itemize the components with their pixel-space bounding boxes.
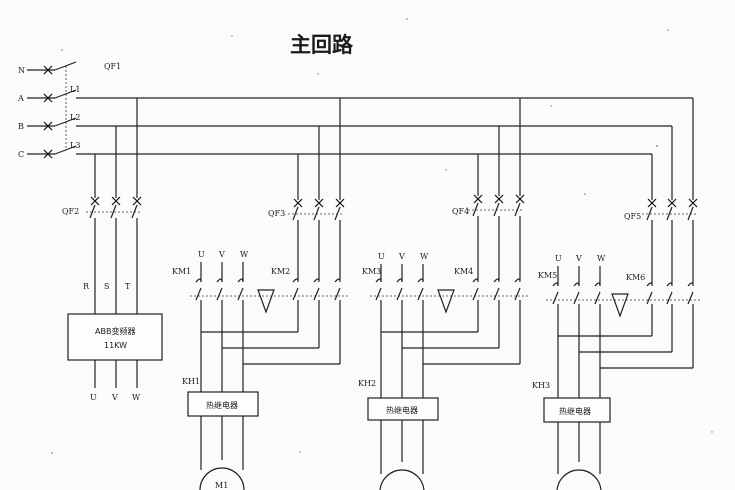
- overload-relay-3-text: 热继电器: [559, 406, 591, 416]
- motor-3-icon: [556, 469, 602, 490]
- drive-branch: QF2 R S T ABB变频器 11KW U V W: [62, 98, 163, 402]
- kh2-label: KH2: [358, 379, 376, 388]
- diagram-title: 主回路: [290, 33, 354, 57]
- motor-unit-1: QF3 KM1 U V W KM2: [172, 98, 350, 490]
- overload-relay-2-text: 热继电器: [386, 405, 418, 415]
- drive-output-w: W: [132, 393, 141, 402]
- drive-output-u: U: [90, 393, 97, 402]
- motor-1-icon: [199, 467, 245, 490]
- inverter-power: 11KW: [104, 341, 127, 350]
- km4-contact-icon: [472, 278, 521, 301]
- qf2-label: QF2: [62, 207, 79, 216]
- interlock-triangle-icon: [611, 293, 629, 318]
- drive-input-t: T: [125, 282, 131, 291]
- km5-contact-icon: [552, 282, 601, 305]
- qf4-switch-icon: [468, 194, 525, 217]
- km1-label: KM1: [172, 267, 191, 276]
- qf4-label: QF4: [452, 207, 469, 216]
- drive-input-r: R: [83, 282, 90, 291]
- line-label-l1: L1: [70, 85, 80, 94]
- phase-label-c: C: [18, 150, 24, 159]
- phase-label-a: A: [17, 94, 24, 103]
- qf5-switch-icon: [642, 198, 698, 221]
- overload-relay-2: [367, 397, 439, 421]
- overload-relay-1-text: 热继电器: [206, 400, 238, 410]
- km6-label: KM6: [626, 273, 645, 282]
- interlock-triangle-icon: [257, 289, 275, 314]
- phase-label-n: N: [18, 66, 25, 75]
- km3-label: KM3: [362, 267, 381, 276]
- overload-relay-3: [543, 397, 611, 423]
- drive-input-s: S: [104, 282, 109, 291]
- interlock-triangle-icon: [437, 289, 455, 314]
- motor-2-icon: [379, 469, 425, 490]
- incoming-supply: N A B C QF1 L1 L2 L3: [17, 61, 693, 159]
- line-label-l2: L2: [70, 113, 80, 122]
- km3-contact-icon: [375, 278, 424, 301]
- inverter-box: [67, 313, 163, 361]
- overload-relay-1: [187, 391, 259, 417]
- km1-contact-icon: [195, 278, 244, 301]
- phase-label-b: B: [18, 122, 24, 131]
- unit3-phase-v: V: [575, 254, 582, 263]
- motor-unit-2: QF4 KM3 U V W KM4: [358, 98, 528, 490]
- motor-1-label: M1: [215, 481, 228, 490]
- km6-contact-icon: [646, 282, 694, 305]
- unit2-phase-u: U: [378, 252, 385, 261]
- qf3-label: QF3: [268, 209, 285, 218]
- drive-output-v: V: [111, 393, 118, 402]
- unit1-phase-w: W: [240, 250, 249, 259]
- qf1-switch-icon: [54, 61, 77, 155]
- unit3-phase-w: W: [597, 254, 606, 263]
- qf2-switch-icon: [86, 196, 142, 219]
- unit2-phase-v: V: [398, 252, 405, 261]
- km2-contact-icon: [292, 278, 341, 301]
- km5-label: KM5: [538, 271, 557, 280]
- qf5-label: QF5: [624, 212, 641, 221]
- motor-unit-3: QF5 KM5 U V W KM6: [532, 98, 700, 490]
- line-label-l3: L3: [70, 141, 80, 150]
- unit3-phase-u: U: [555, 254, 562, 263]
- unit2-phase-w: W: [420, 252, 429, 261]
- km4-label: KM4: [454, 267, 473, 276]
- kh3-label: KH3: [532, 381, 550, 390]
- qf1-label: QF1: [104, 62, 121, 71]
- qf3-switch-icon: [288, 198, 345, 221]
- km2-label: KM2: [271, 267, 290, 276]
- cross-mark-icon: [43, 65, 53, 159]
- kh1-label: KH1: [182, 377, 200, 386]
- unit1-phase-u: U: [198, 250, 205, 259]
- unit1-phase-v: V: [218, 250, 225, 259]
- inverter-name: ABB变频器: [95, 326, 135, 336]
- scan-speckle: [51, 18, 713, 454]
